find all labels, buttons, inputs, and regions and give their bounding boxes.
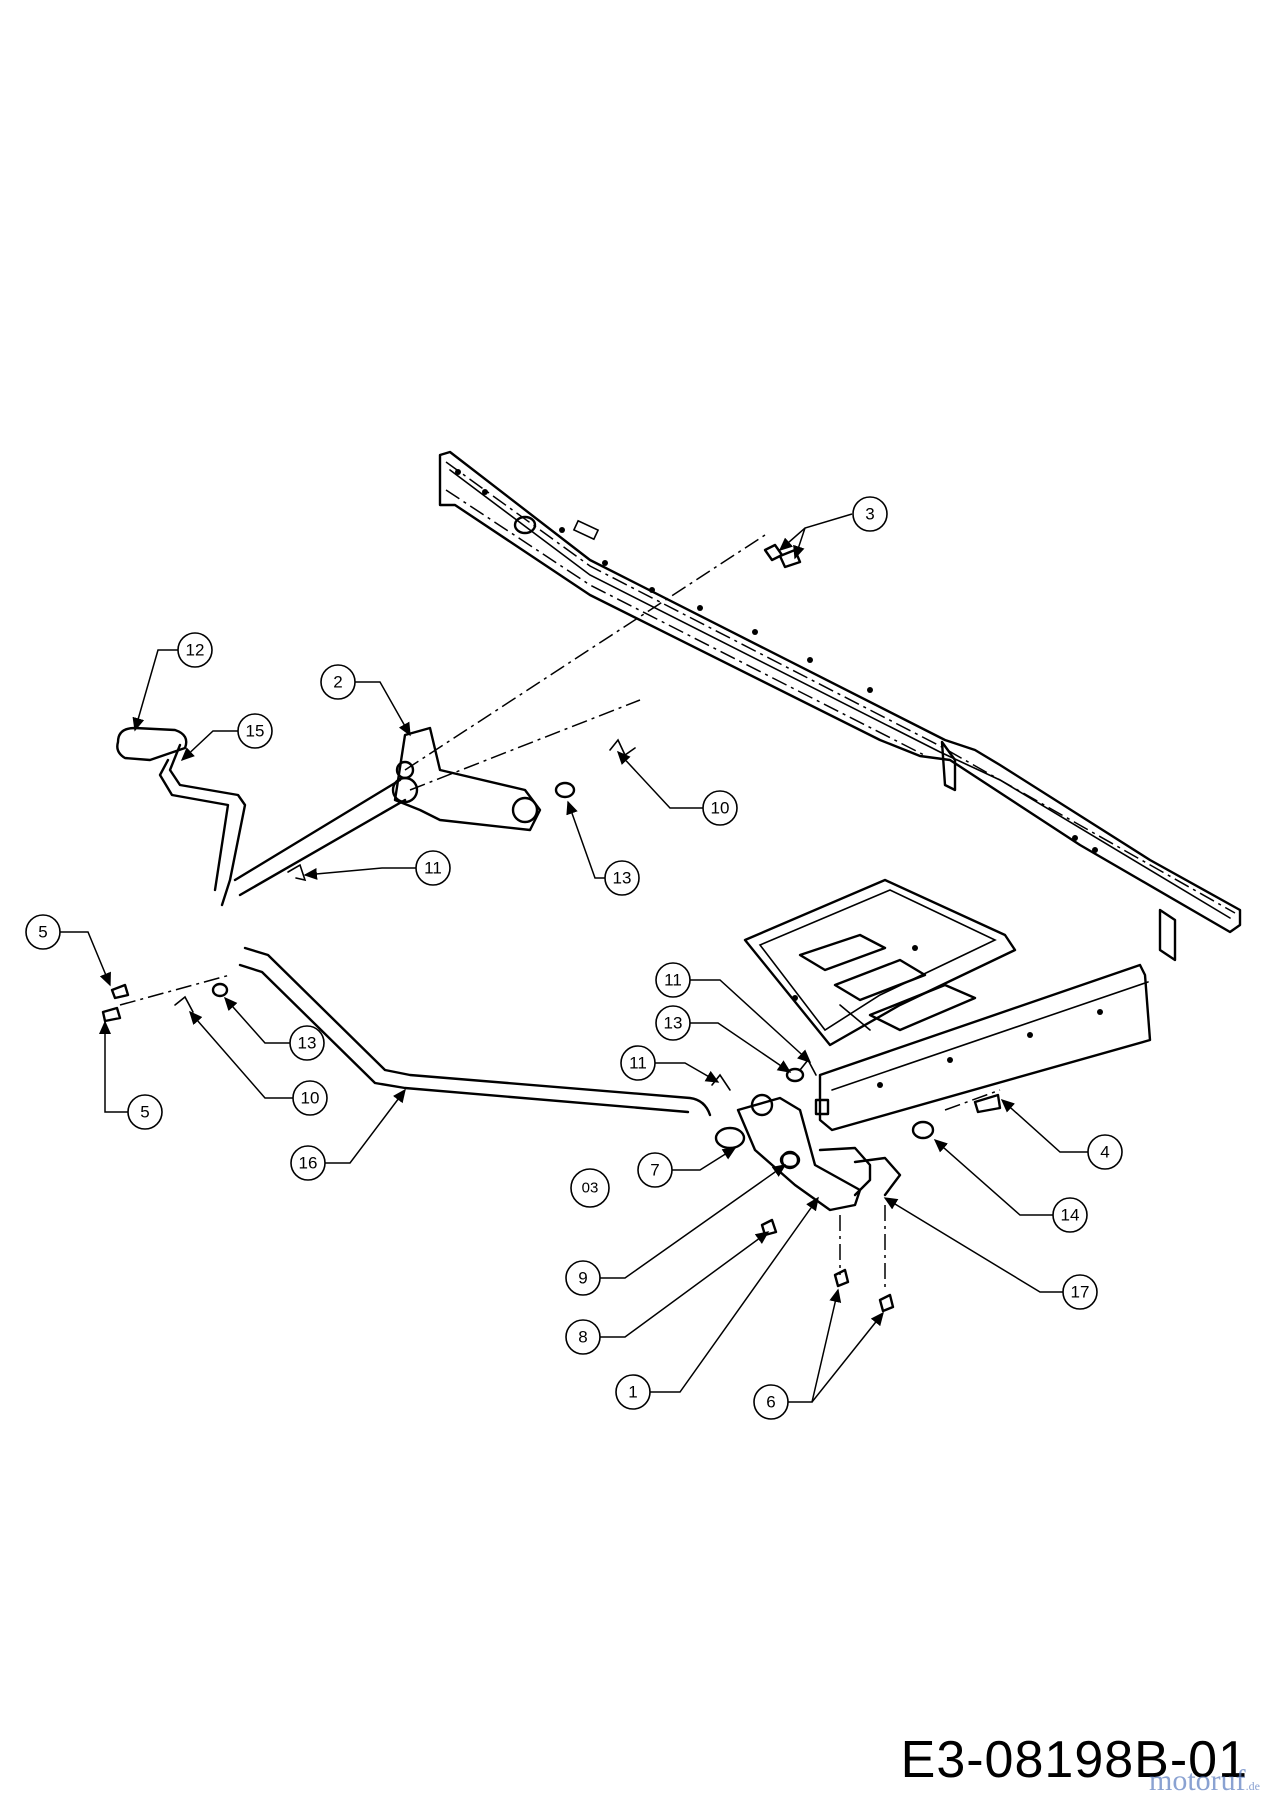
- callout-14: 14: [1052, 1197, 1088, 1233]
- callout-7: 7: [637, 1152, 673, 1188]
- svg-text:2: 2: [333, 673, 342, 692]
- callout-13-upper: 13: [604, 860, 640, 896]
- lift-rod: [238, 946, 712, 1117]
- svg-text:13: 13: [298, 1034, 317, 1053]
- adjuster-bracket: [714, 1093, 902, 1212]
- variant-label: 03: [570, 1168, 610, 1208]
- callout-5-top: 5: [25, 914, 61, 950]
- svg-text:10: 10: [301, 1089, 320, 1108]
- callout-13-right: 13: [655, 1005, 691, 1041]
- svg-text:6: 6: [766, 1393, 775, 1412]
- deck-plate: [743, 878, 1017, 1047]
- callout-11-right-top: 11: [655, 962, 691, 998]
- callout-1: 1: [615, 1374, 651, 1410]
- svg-text:11: 11: [424, 859, 442, 878]
- svg-text:10: 10: [711, 799, 730, 818]
- callouts: 3 12 15 2 10 13 11 5 5 13 10 16: [25, 496, 1123, 1420]
- callout-17: 17: [1062, 1274, 1098, 1310]
- svg-text:13: 13: [613, 869, 632, 888]
- svg-text:5: 5: [38, 923, 47, 942]
- cross-member: [814, 963, 1152, 1132]
- svg-text:12: 12: [186, 641, 205, 660]
- callout-16: 16: [290, 1145, 326, 1181]
- callout-13-left: 13: [289, 1025, 325, 1061]
- svg-text:15: 15: [246, 722, 265, 741]
- callout-11-left: 11: [415, 850, 451, 886]
- callout-12: 12: [177, 632, 213, 668]
- watermark-text: motoruf: [1149, 1764, 1246, 1797]
- svg-text:11: 11: [664, 971, 682, 990]
- hardware-pins: [101, 543, 1002, 1313]
- callout-15: 15: [237, 713, 273, 749]
- lever-handle: [116, 726, 247, 907]
- svg-text:13: 13: [664, 1014, 683, 1033]
- callout-2: 2: [320, 664, 356, 700]
- assembly-axis-line-4: [944, 1089, 1001, 1111]
- svg-text:4: 4: [1100, 1143, 1109, 1162]
- svg-text:1: 1: [628, 1383, 637, 1402]
- svg-text:16: 16: [299, 1154, 318, 1173]
- svg-text:5: 5: [140, 1103, 149, 1122]
- callout-4: 4: [1087, 1134, 1123, 1170]
- callout-9: 9: [565, 1260, 601, 1296]
- svg-text:7: 7: [650, 1161, 659, 1180]
- watermark-suffix: .de: [1245, 1779, 1260, 1793]
- diagram-code: E3-08198B-01: [900, 1731, 1248, 1789]
- svg-text:14: 14: [1061, 1206, 1080, 1225]
- lift-lever-arm: [233, 726, 542, 897]
- callout-5-bottom: 5: [127, 1094, 163, 1130]
- callout-11-right-mid: 11: [620, 1045, 656, 1081]
- callout-10-upper: 10: [702, 790, 738, 826]
- callout-6: 6: [753, 1384, 789, 1420]
- callout-3: 3: [852, 496, 888, 532]
- svg-text:11: 11: [629, 1054, 647, 1073]
- svg-text:8: 8: [578, 1328, 587, 1347]
- svg-text:3: 3: [865, 505, 874, 524]
- callout-8: 8: [565, 1319, 601, 1355]
- svg-text:17: 17: [1071, 1283, 1090, 1302]
- svg-text:03: 03: [582, 1180, 599, 1197]
- callout-10-left: 10: [292, 1080, 328, 1116]
- svg-text:9: 9: [578, 1269, 587, 1288]
- assembly-axis-line: [404, 534, 766, 771]
- watermark-logo: motoruf.de: [1149, 1764, 1260, 1798]
- assembly-axis-line-3: [119, 974, 231, 1006]
- assembly-axis-line-2: [409, 699, 641, 791]
- frame-rail: [438, 450, 1242, 962]
